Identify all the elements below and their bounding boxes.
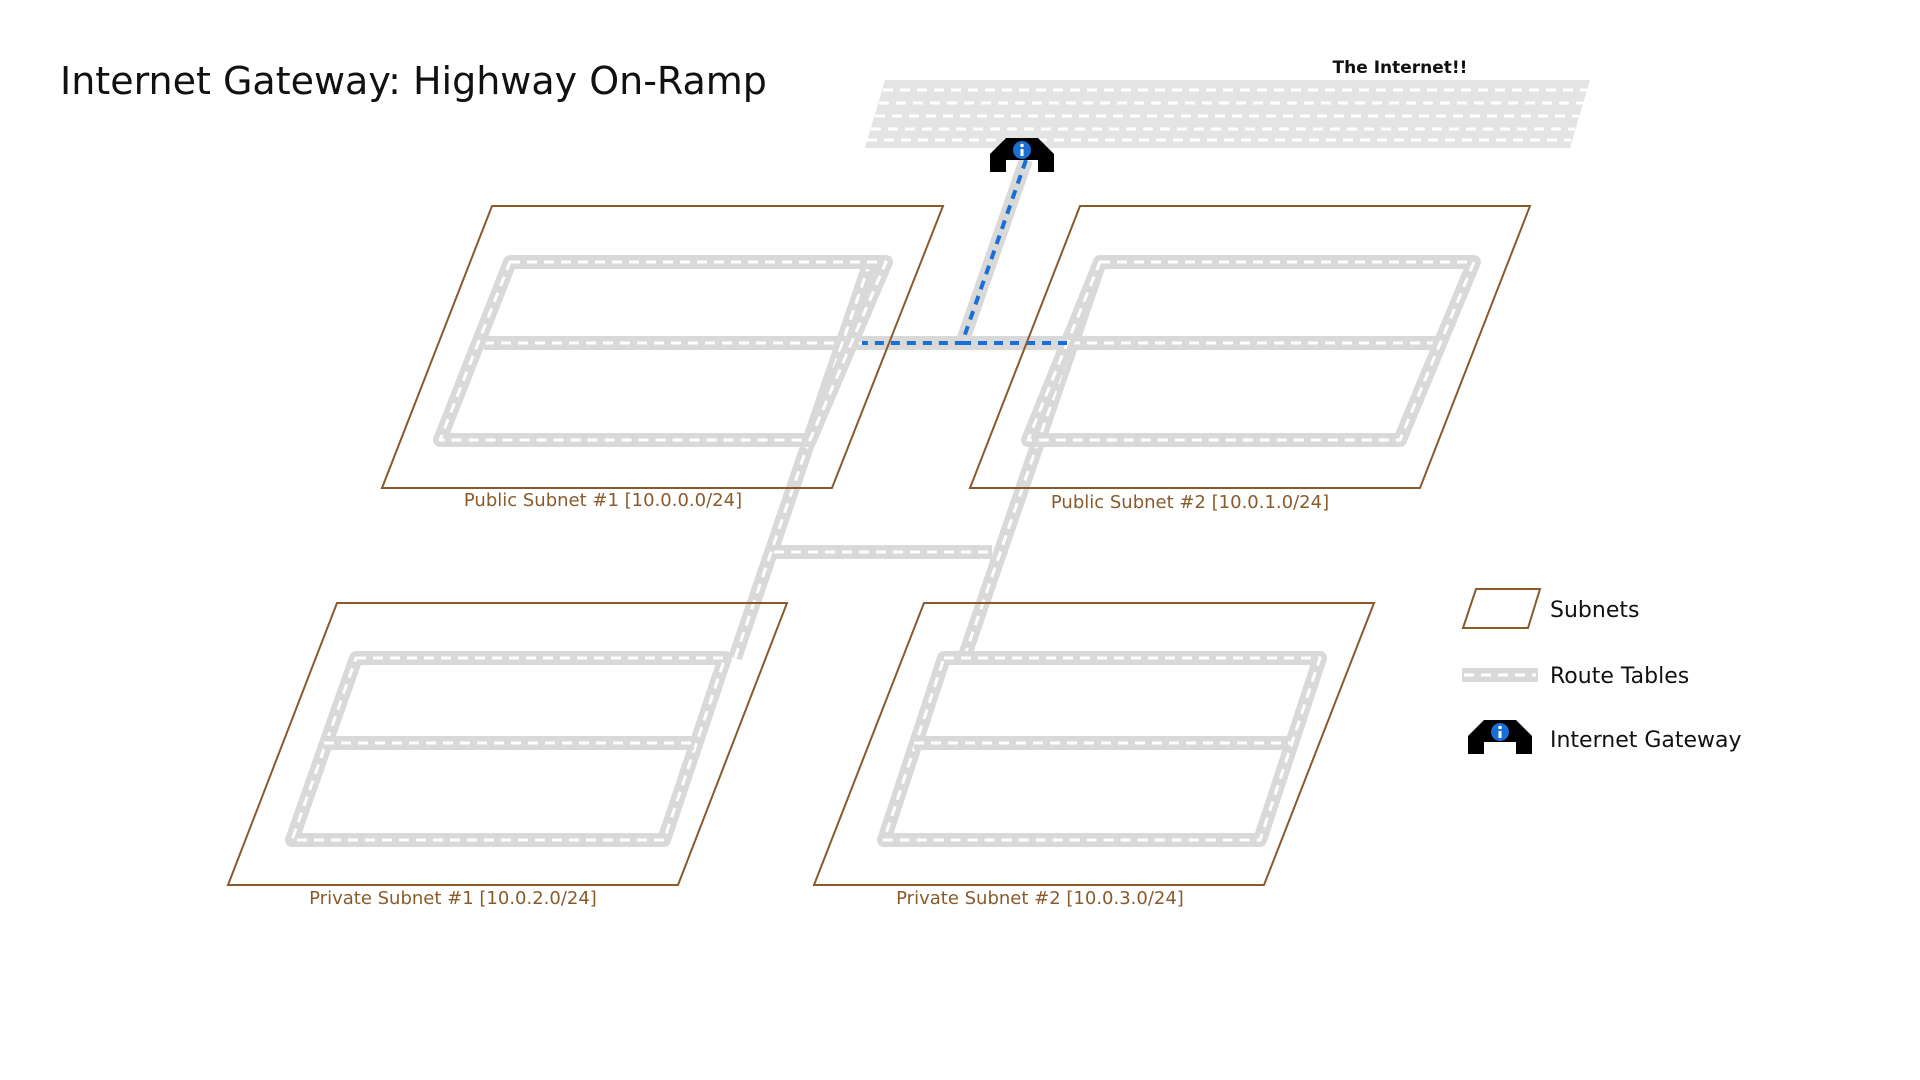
legend: Subnets Route Tables Internet Gateway xyxy=(1461,588,1742,754)
private-subnet-1-label: Private Subnet #1 [10.0.2.0/24] xyxy=(309,888,597,909)
public-subnet-1-label: Public Subnet #1 [10.0.0.0/24] xyxy=(464,490,742,511)
legend-subnet-swatch xyxy=(1461,588,1542,629)
public-subnet-2-frame xyxy=(968,205,1532,489)
internet-label: The Internet!! xyxy=(1333,58,1468,78)
public-subnet-2-label: Public Subnet #2 [10.0.1.0/24] xyxy=(1051,492,1329,513)
legend-internet-gateway-icon xyxy=(1468,720,1532,754)
legend-route-tables-label: Route Tables xyxy=(1550,664,1689,689)
diagram-title: Internet Gateway: Highway On-Ramp xyxy=(60,59,767,103)
private-subnet-2-frame xyxy=(812,602,1376,886)
route-loops xyxy=(285,255,1481,847)
private-subnet-2-label: Private Subnet #2 [10.0.3.0/24] xyxy=(896,888,1184,909)
legend-route-swatch xyxy=(1462,668,1538,682)
public-subnet-1-frame xyxy=(380,205,945,489)
internet-gateway-icon xyxy=(990,138,1054,172)
legend-internet-gateway-label: Internet Gateway xyxy=(1550,728,1742,753)
private-subnet-1-frame xyxy=(226,602,789,886)
internet-highway xyxy=(865,80,1590,148)
legend-subnets-label: Subnets xyxy=(1550,598,1639,623)
route-table-roads xyxy=(484,157,1440,661)
